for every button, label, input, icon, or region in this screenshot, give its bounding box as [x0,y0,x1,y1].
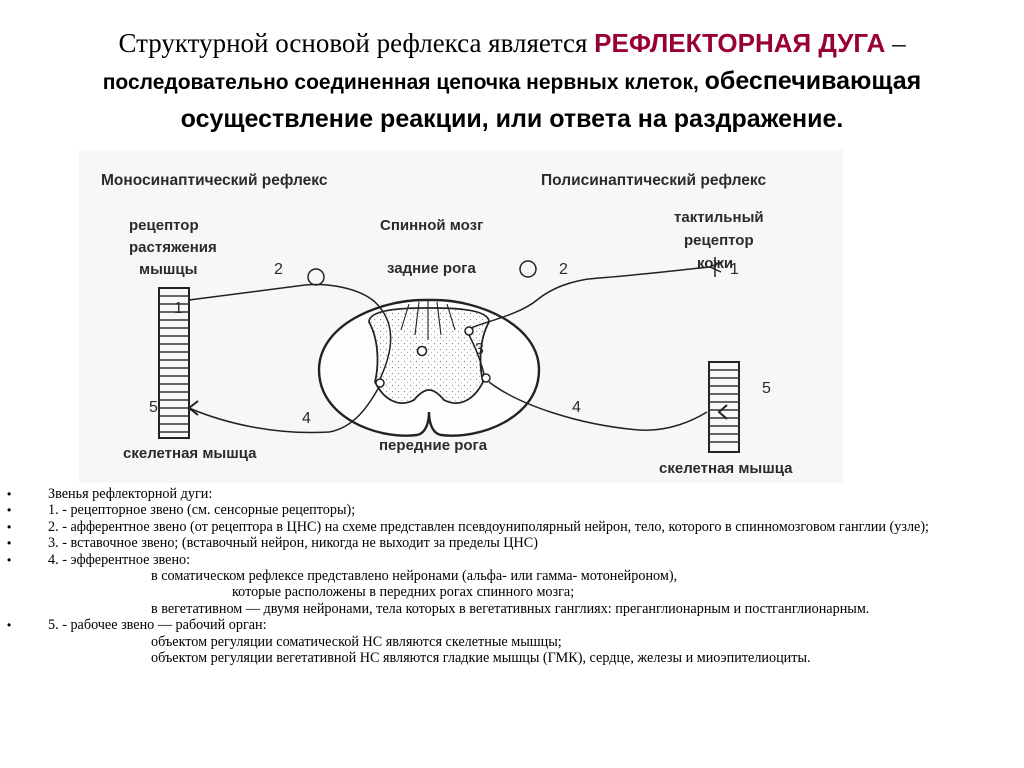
note-text-5: 5. - рабочее звено — рабочий орган: [48,617,267,634]
right-muscle-label: скелетная мышца [659,460,793,477]
note-sub-4b: которые расположены в передних рогах спи… [232,584,575,601]
note-item-0: • Звенья рефлекторной дуги: [0,486,1024,502]
note-item-3: • 3. - вставочное звено; (вставочный нейр… [0,535,1024,551]
bullet-icon: • [7,618,12,633]
note-item-2: • 2. - афферентное звено (от рецептора в … [0,519,1024,535]
note-text-4: 4. - эфферентное звено: [48,551,191,568]
skin-receptor-endings-icon [709,257,722,277]
note-sub-4a: в соматическом рефлексе представлено ней… [151,568,678,585]
poly-reflex-title: Полисинаптический рефлекс [541,172,766,189]
bullet-icon: • [7,552,12,567]
tactile-receptor-label-1: тактильный [674,209,764,226]
note-item-4: • 4. - эфферентное звено: [0,552,1024,568]
note-sub-5b: объектом регуляции вегетативной НС являю… [151,650,811,667]
left-label-5: 5 [149,399,158,416]
note-text-2: 2. - афферентное звено (от рецептора в Ц… [48,518,929,535]
spinal-cord-cross-section [317,298,541,437]
title-line-2-part-2: обеспечивающая [704,67,922,95]
right-label-4: 4 [572,399,581,416]
note-item-1: • 1. - рецепторное звено (см. сенсорные р… [0,502,1024,518]
right-motor-ending-icon [717,404,728,420]
stretch-receptor-label-3: мышцы [139,261,197,278]
neuron-paths [188,260,711,434]
note-text-1: 1. - рецепторное звено (см. сенсорные ре… [48,502,356,519]
dorsal-horns-label: задние рога [387,260,476,277]
left-label-2: 2 [274,261,283,278]
title-dash: – [885,28,906,58]
right-label-2: 2 [559,261,568,278]
bullet-icon: • [7,536,12,551]
title-line-1: Структурной основой рефлекса является РЕ… [20,22,1004,65]
reflex-arc-diagram: Моносинаптический рефлекс Полисинаптичес… [79,150,843,483]
left-motor-ending-icon [187,400,199,416]
stretch-receptor-label-2: растяжения [129,239,217,256]
note-sub-4c: в вегетативном — двумя нейронами, тела к… [151,600,870,617]
note-text-3: 3. - вставочное звено; (вставочный нейро… [48,535,538,552]
left-skeletal-muscle [158,287,190,439]
left-muscle-label: скелетная мышца [123,445,257,462]
title-plain-text: Структурной основой рефлекса является [118,28,595,58]
note-item-5: • 5. - рабочее звено — рабочий орган: [0,617,1024,633]
slide-title: Структурной основой рефлекса является РЕ… [20,22,1004,139]
right-label-1: 1 [730,261,739,278]
tactile-receptor-label-2: рецептор [684,232,754,249]
reflex-arc-notes: • Звенья рефлекторной дуги: • 1. - рецепто… [0,486,1024,666]
interneuron-label-3: 3 [475,341,484,358]
mono-reflex-title: Моносинаптический рефлекс [101,172,328,189]
left-label-4: 4 [302,410,311,427]
title-highlight-term: РЕФЛЕКТОРНАЯ ДУГА [594,28,886,58]
note-sub-5a: объектом регуляции соматической НС являю… [151,633,562,650]
right-label-5: 5 [762,380,771,397]
stretch-receptor-label-1: рецептор [129,217,199,234]
title-line-2: последовательно соединенная цепочка нерв… [20,61,1004,103]
title-line-3: осуществление реакции, или ответа на раз… [180,105,844,133]
note-text-0: Звенья рефлекторной дуги: [48,486,213,502]
right-skeletal-muscle [708,361,740,453]
title-line-2-part-1: последовательно соединенная цепочка нерв… [102,71,705,94]
bullet-icon: • [7,487,12,501]
ventral-horns-label: передние рога [379,437,488,454]
left-label-1: 1 [174,300,183,317]
bullet-icon: • [7,503,12,518]
spinal-cord-label: Спинной мозг [380,217,483,234]
bullet-icon: • [7,519,12,534]
